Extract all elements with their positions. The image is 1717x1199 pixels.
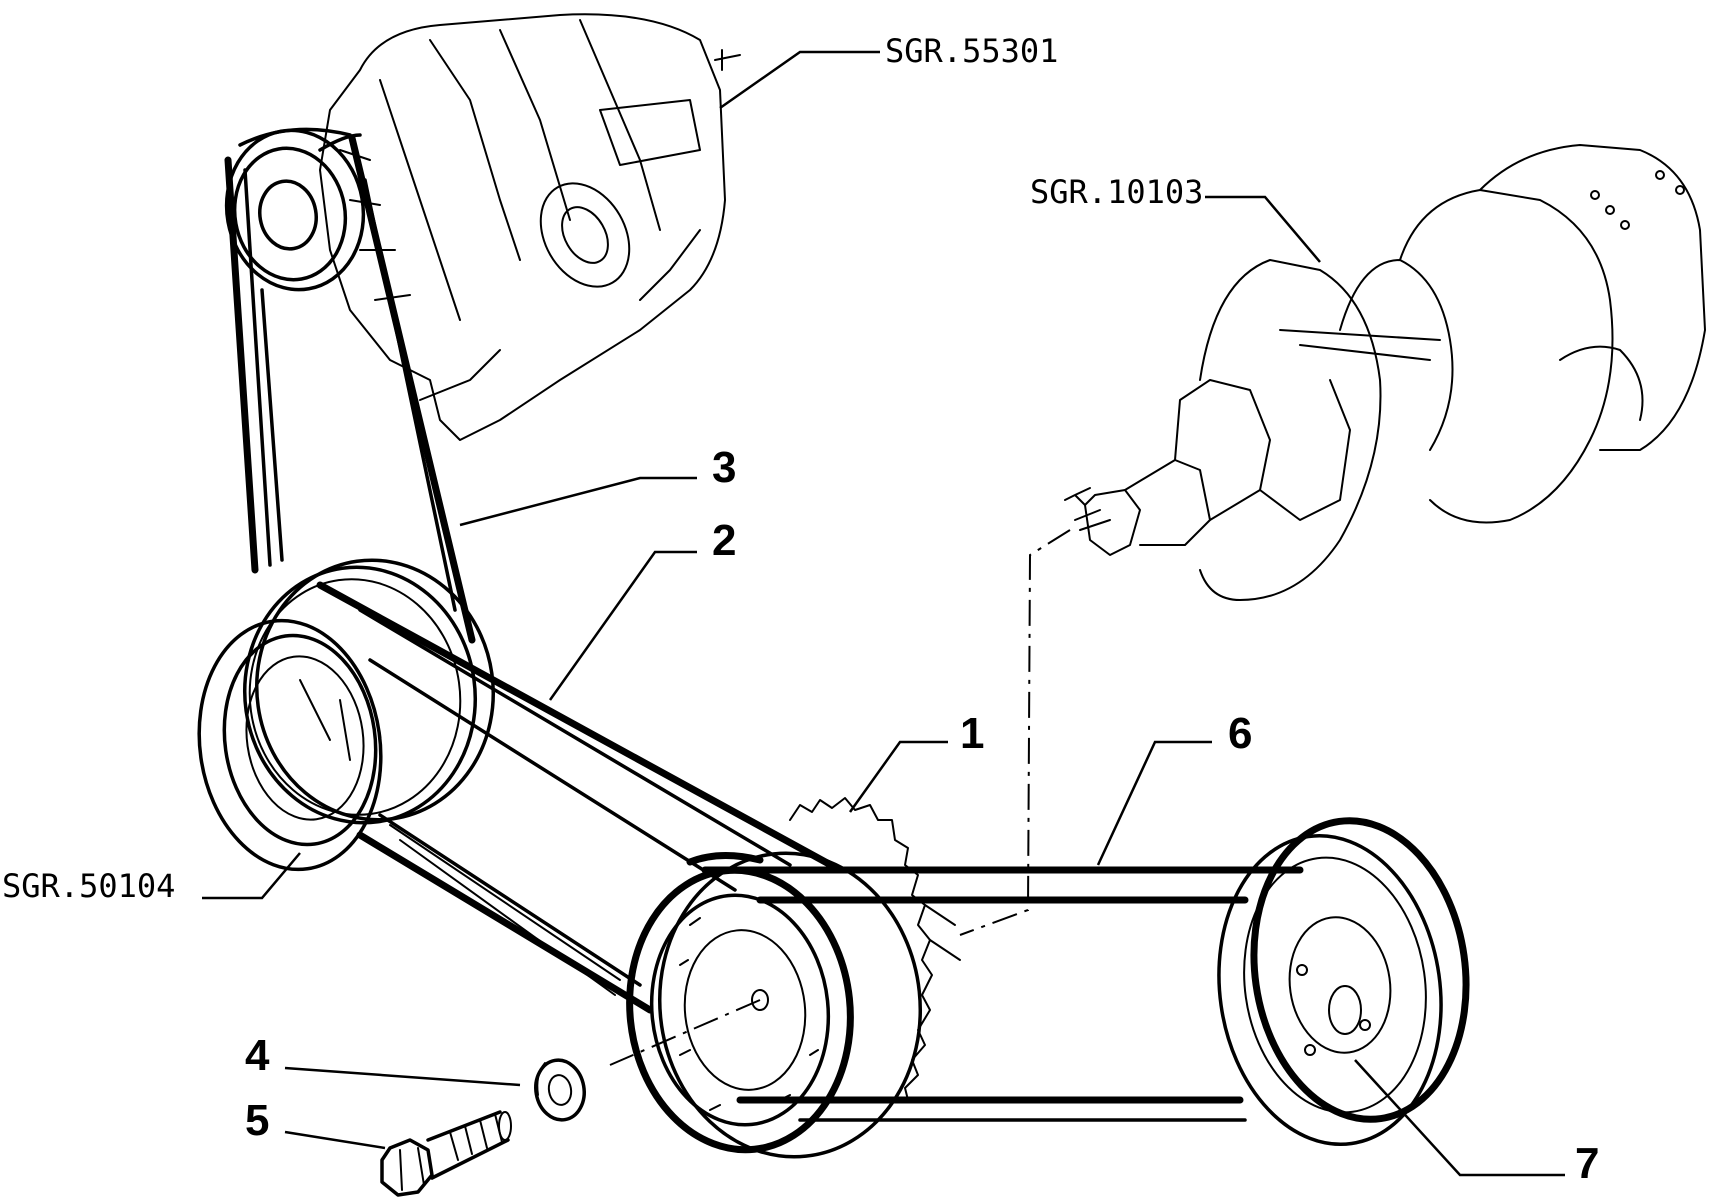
callout-7: 7 [1575,1139,1599,1188]
washer [534,1058,586,1122]
belt-pump-upper [316,581,844,1014]
belt-alternator [224,133,476,644]
callout-6: 6 [1228,709,1252,758]
idler-pulley [1217,817,1470,1147]
centre-line [959,529,1071,936]
leader-lines [202,50,1565,1177]
callout-2: 2 [712,516,736,565]
ref-alternator: SGR.55301 [885,32,1058,70]
alternator-pulley [224,127,366,292]
pump-pulley [197,558,495,872]
callout-1: 1 [960,709,984,758]
callout-3: 3 [712,443,736,492]
crankshaft [1064,144,1706,601]
bolt [380,1110,512,1197]
belt-drive-right [686,851,1304,1122]
crank-pulley [626,797,961,1159]
alternator [319,13,741,441]
callout-4: 4 [245,1031,270,1080]
callout-5: 5 [245,1096,269,1145]
centre-line-lower [609,999,761,1066]
ref-crankshaft: SGR.10103 [1030,173,1203,211]
ref-pump-pulley: SGR.50104 [2,867,175,905]
